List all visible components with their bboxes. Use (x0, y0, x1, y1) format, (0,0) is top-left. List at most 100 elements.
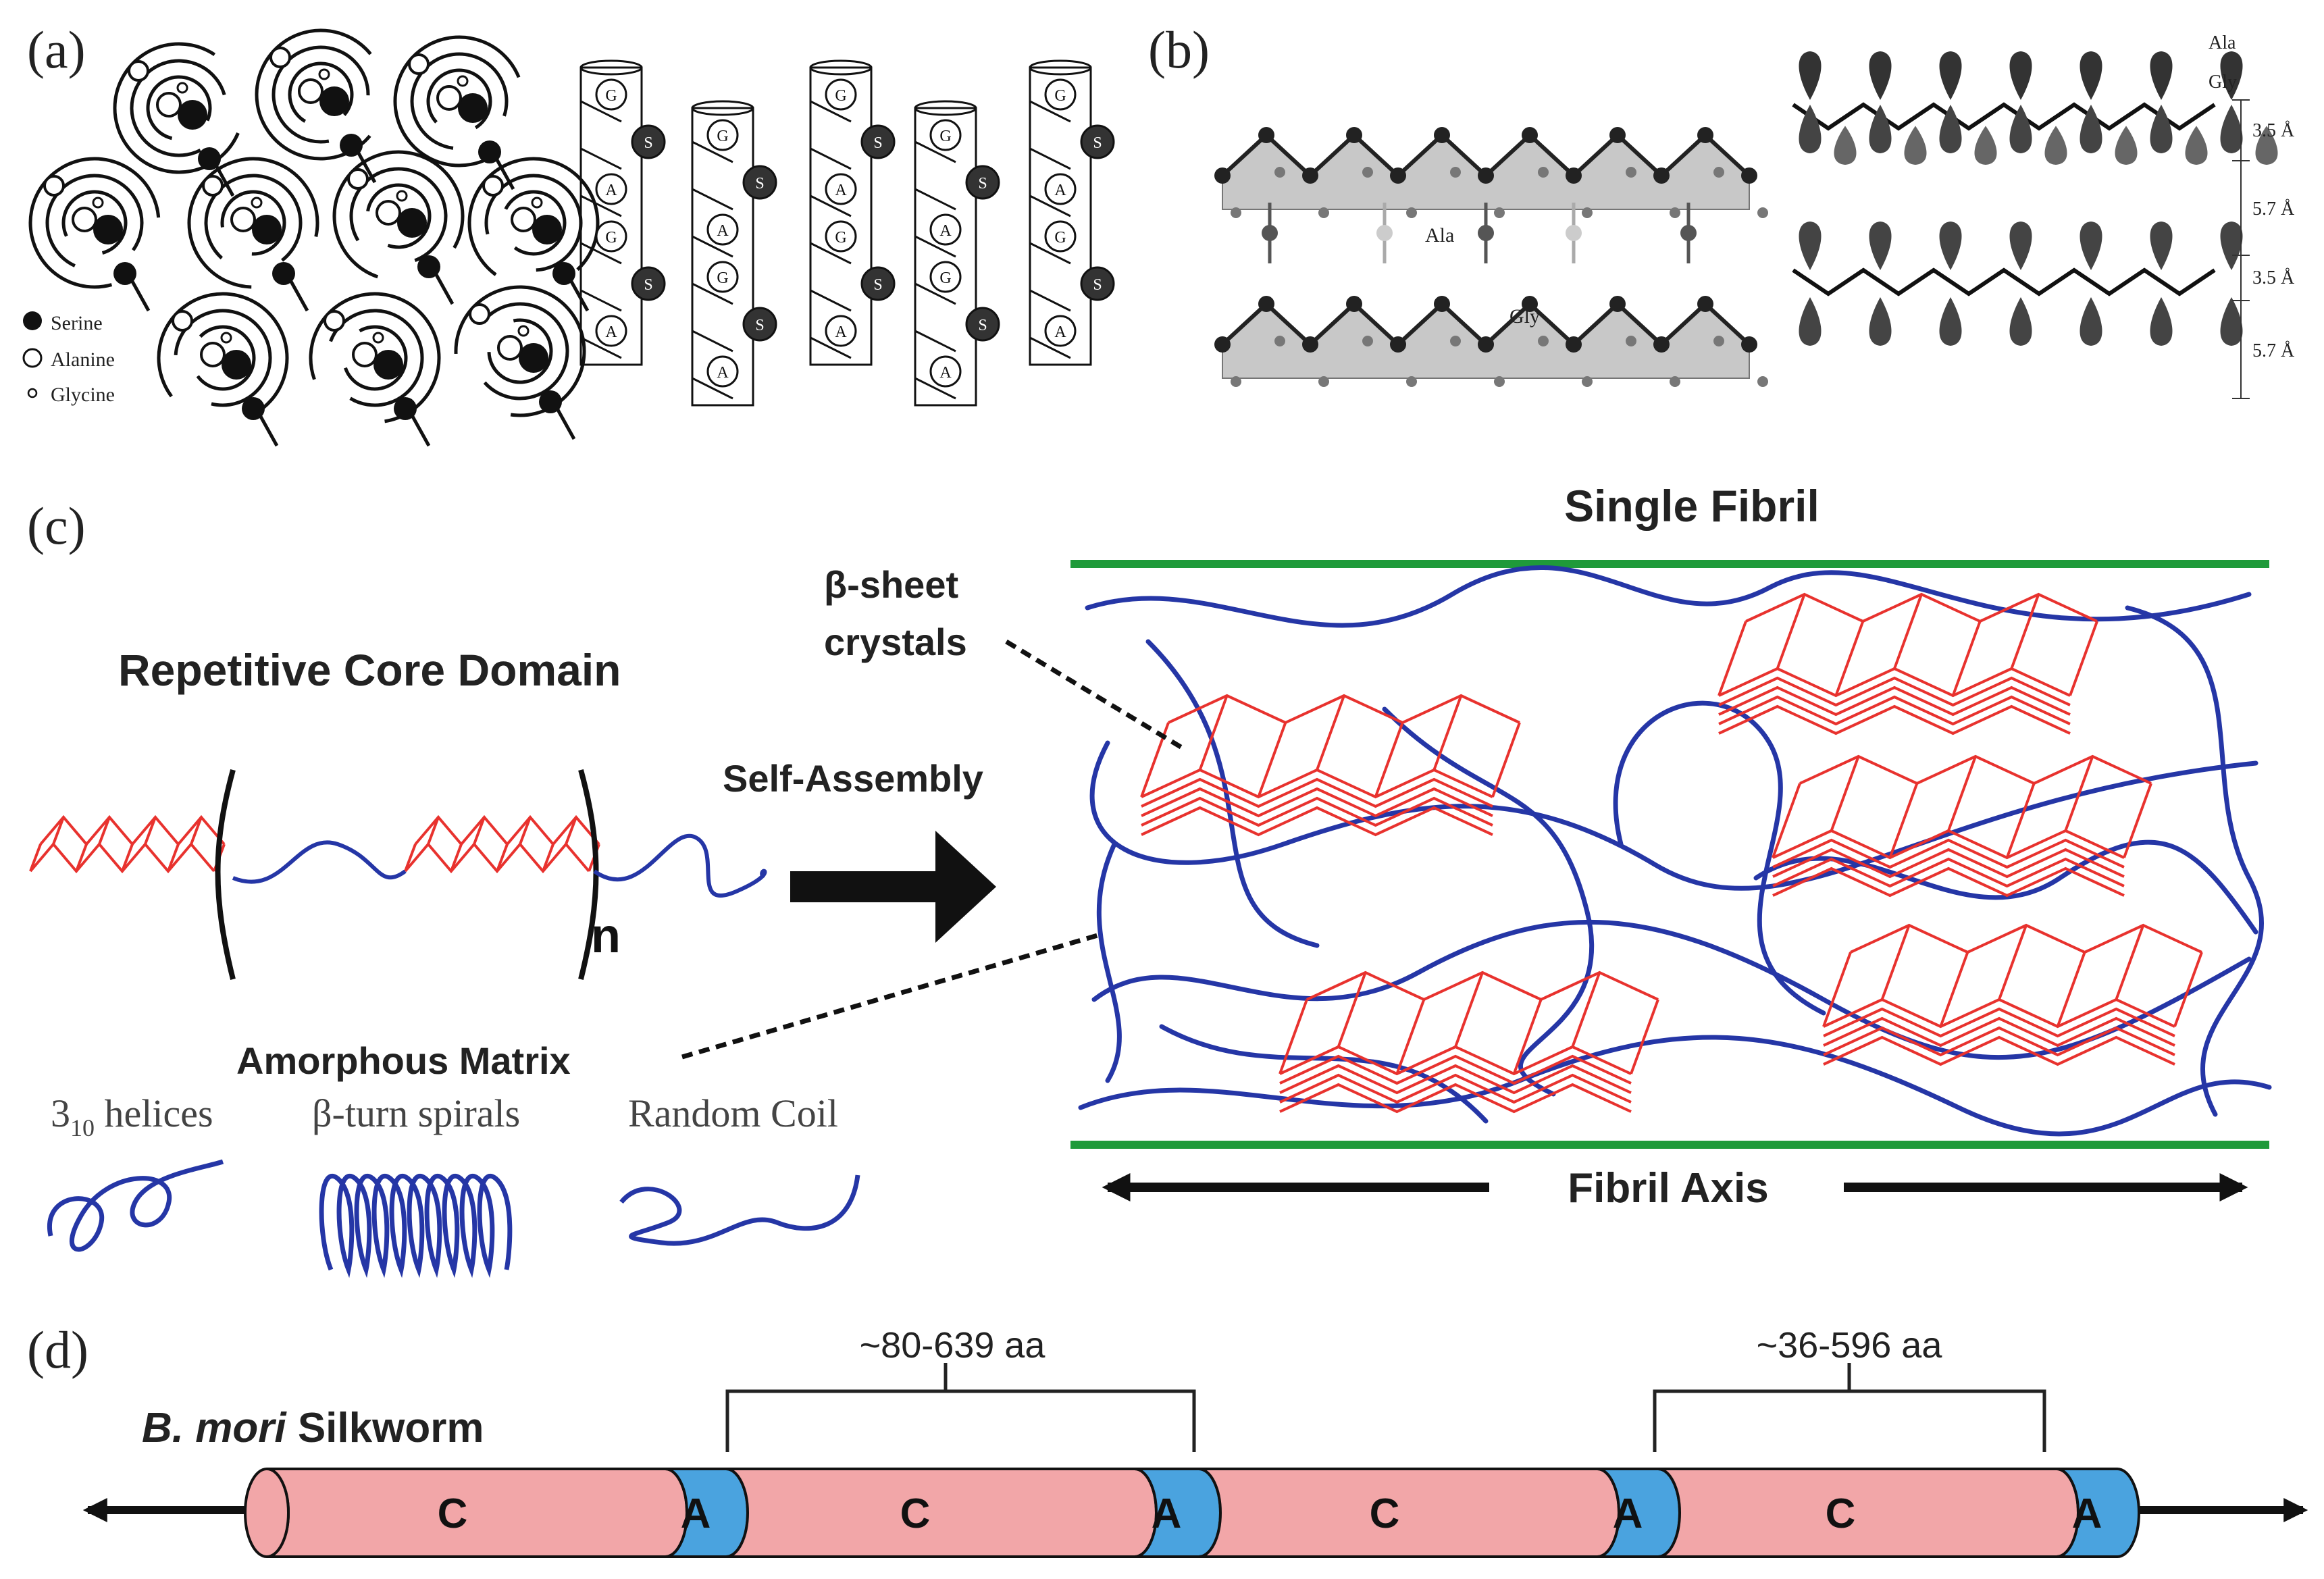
sheet-edge (1951, 621, 1982, 696)
helix-cross-section (255, 28, 377, 184)
glycine-residue (396, 190, 408, 202)
backbone-segment (1029, 242, 1071, 265)
methyl-group (1376, 225, 1393, 241)
helix-turn-arc (61, 190, 128, 255)
alanine-residue (408, 53, 430, 75)
bond-line (569, 279, 590, 312)
alanine-residue (376, 200, 401, 226)
alanine-side-chain (1869, 222, 1892, 270)
backbone-segment (1029, 100, 1071, 123)
beta-sheet-crystal (1718, 592, 2098, 735)
residue-node (965, 165, 1000, 200)
alanine-residue (298, 78, 324, 104)
alanine-side-chain (2220, 105, 2243, 153)
amorphous-matrix-label: Amorphous Matrix (236, 1039, 571, 1082)
alanine-residue (469, 303, 490, 325)
amorphous-chain (1145, 639, 1320, 948)
alanine-side-chain (2220, 222, 2243, 270)
sheet-top-edge (1306, 970, 1659, 1002)
residue-node (929, 355, 962, 388)
side-atom (1757, 376, 1768, 387)
crystal-edge (473, 817, 486, 845)
bond-line (410, 414, 431, 447)
domain-c-segment (1657, 1468, 2080, 1558)
bond-line (434, 272, 455, 305)
spacing-label: 5.7 Å (2252, 199, 2295, 219)
helix-turn-arc (45, 174, 144, 267)
residue-node (742, 307, 777, 342)
backbone-segment (580, 100, 622, 123)
alanine-side-chain (2080, 51, 2102, 100)
helix-turn-arc (130, 59, 226, 157)
cylinder-cap (914, 100, 977, 116)
sheet-edge (1834, 621, 1865, 696)
alanine-side-chain (2150, 105, 2173, 153)
glycine-side-chain (1904, 126, 1927, 165)
sheet-edge (2010, 594, 2040, 669)
crystals-label: crystals (824, 621, 967, 663)
helix-turn-arc (487, 318, 553, 384)
side-atom (1582, 376, 1593, 387)
amorphous-chain (1613, 700, 1826, 1016)
alanine-side-chain (2009, 105, 2032, 153)
residue-node (929, 261, 962, 293)
panel-a-label: (a) (27, 20, 86, 79)
residue-letter: A (939, 364, 952, 382)
sheet-layer (1718, 695, 2071, 726)
serine-residue (272, 262, 295, 285)
helix-turn-arc (426, 68, 492, 130)
methyl-group (1566, 225, 1582, 241)
sheet-edge (1432, 695, 1463, 771)
helix-turn-arc (484, 174, 583, 272)
domain-label: A (2072, 1491, 2102, 1537)
alanine-side-chain (1869, 51, 1892, 100)
residue-node (1044, 173, 1077, 205)
panel-d-label: (d) (27, 1320, 88, 1379)
alanine-side-chain (1869, 105, 1892, 153)
residue-node (1044, 220, 1077, 253)
backbone-atom (1609, 127, 1626, 143)
alanine-side-chain (2150, 297, 2173, 346)
amorphous-chain (1096, 842, 1122, 1083)
side-atom (1582, 207, 1593, 218)
conformation-examples (47, 1159, 860, 1278)
alanine-residue (230, 207, 256, 232)
backbone-atom (1434, 296, 1450, 312)
methyl-group (1680, 225, 1697, 241)
panel-c-label: (c) (27, 496, 86, 555)
residue-letter: A (835, 182, 847, 199)
glycine-residue (457, 75, 469, 87)
panel-d: (d) B. mori Silkworm ~80-639 aa ~36-596 … (27, 1320, 2308, 1558)
sheet-top-edge (1168, 694, 1520, 725)
chain-backbone (1792, 102, 2216, 131)
helix-turn-arc (196, 325, 256, 391)
alanine-residue (202, 175, 224, 197)
alanine-residue (128, 60, 149, 82)
backbone-atom (1302, 336, 1318, 353)
sheet-edge (1630, 999, 1659, 1075)
residue-letter: G (1054, 229, 1066, 247)
side-atom (1626, 167, 1636, 178)
helix-turn-arc (187, 157, 319, 289)
side-atom (1274, 336, 1285, 346)
residue-node (860, 266, 896, 301)
alanine-side-chain (1799, 222, 1822, 270)
sheet-top-edge (1799, 754, 2152, 785)
glycine-residue (372, 332, 384, 344)
side-atom (1450, 336, 1461, 346)
amorphous-chain (1753, 839, 2258, 935)
backbone-segment (1029, 336, 1071, 359)
crystal-edge (404, 844, 417, 872)
amorphous-chain (2125, 605, 2265, 1117)
backbone-segment (692, 282, 733, 305)
serine-residue (397, 208, 427, 238)
crystal-edge (121, 844, 134, 872)
residue-letter: A (1054, 182, 1066, 199)
residue-letter: S (873, 276, 882, 294)
glycine-residue (517, 325, 530, 337)
sheet-edge (1772, 783, 1801, 858)
alanine-residue (43, 175, 65, 197)
residue-node (595, 173, 627, 205)
side-atom (1231, 207, 1241, 218)
backbone-atom (1566, 167, 1582, 184)
